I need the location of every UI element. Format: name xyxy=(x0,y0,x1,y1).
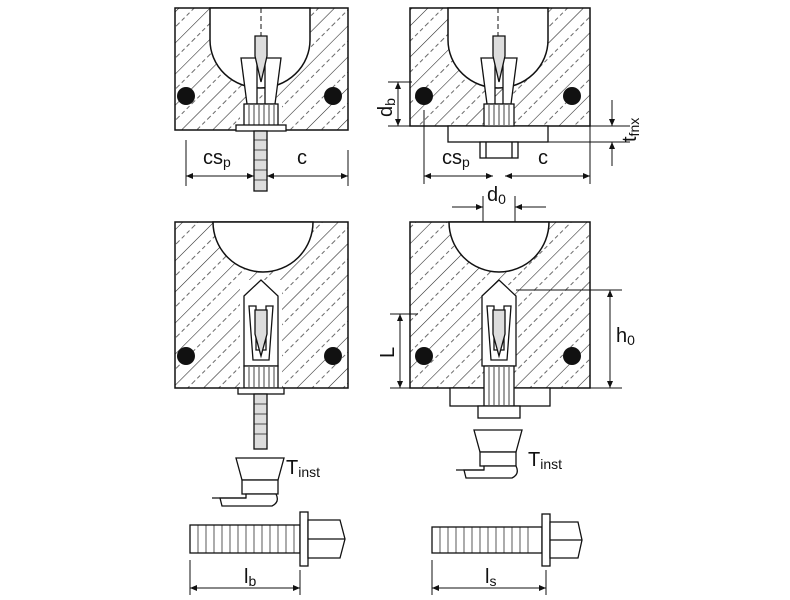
label-c: c xyxy=(538,147,548,169)
rebar xyxy=(177,87,195,105)
bolt-lb xyxy=(189,511,346,567)
label-h0: h0 xyxy=(616,325,635,348)
torque-wrench-socket xyxy=(456,429,523,479)
label-L: L xyxy=(377,347,399,358)
bolt-ls xyxy=(431,513,583,567)
panel-top-right: db tfnx csp c xyxy=(375,7,642,184)
rebar xyxy=(415,87,433,105)
torque-wrench-socket xyxy=(212,457,285,507)
rebar xyxy=(324,347,342,365)
dimension-d0 xyxy=(452,196,546,222)
dimension-tfnx xyxy=(548,100,630,166)
label-tinst: Tinst xyxy=(528,449,562,472)
panel-middle-left: Tinst xyxy=(174,221,349,507)
dimension-csp-c xyxy=(423,110,591,184)
dimension-db xyxy=(388,81,448,127)
label-d0: d0 xyxy=(487,184,506,207)
label-csp: csp xyxy=(203,147,231,170)
dimension-L xyxy=(390,313,418,389)
label-tfnx: tfnx xyxy=(619,118,642,142)
rebar xyxy=(563,347,581,365)
label-csp: csp xyxy=(442,147,470,170)
dimension-ls xyxy=(431,560,547,595)
label-lb: lb xyxy=(244,566,256,589)
anchor xyxy=(479,35,519,159)
fixture-plate xyxy=(447,125,549,143)
rebar xyxy=(563,87,581,105)
anchor xyxy=(477,279,521,419)
label-ls: ls xyxy=(485,566,496,589)
panel-top-left: csp c xyxy=(174,7,349,192)
label-db: db xyxy=(375,98,398,117)
anchor xyxy=(235,35,287,192)
rebar xyxy=(324,87,342,105)
rebar xyxy=(415,347,433,365)
anchor xyxy=(237,279,285,450)
dimension-lb xyxy=(189,560,301,595)
label-tinst: Tinst xyxy=(286,457,320,480)
rebar xyxy=(177,347,195,365)
label-c: c xyxy=(297,147,307,169)
dimension-csp-c xyxy=(185,140,349,186)
panel-middle-right: d0 L h0 Tinst xyxy=(377,184,635,479)
dimension-h0 xyxy=(516,289,622,389)
